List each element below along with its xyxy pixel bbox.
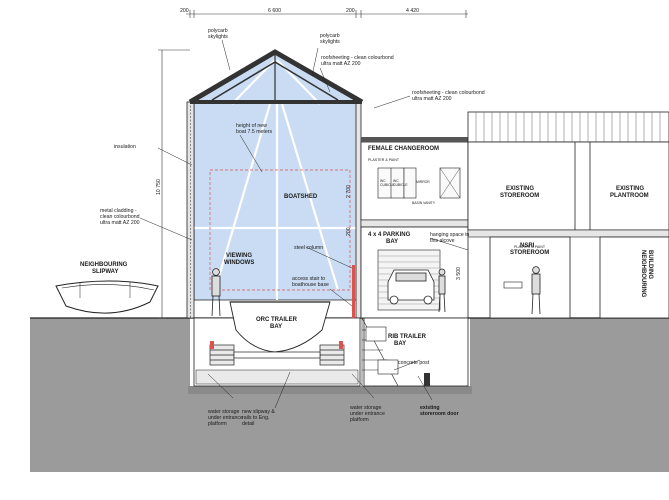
note-new-slipway: new slipway &rails to Eng.detail (242, 409, 275, 427)
dim-vertical-mid: 2 700 (346, 185, 352, 198)
person-figure-boatshed (211, 268, 221, 317)
orc-trailer (209, 344, 345, 366)
existing-building-roof (467, 111, 669, 143)
ground-mass (30, 318, 669, 472)
note-plaster-paint-1: PLASTER & PAINT (368, 158, 400, 162)
label-female-changeroom: FEMALE CHANGEROOM (368, 146, 439, 152)
changeroom-floor (360, 219, 469, 228)
dim-top-3: 200 (346, 8, 355, 14)
steel-column (352, 265, 355, 318)
left-dimension-line (158, 49, 190, 319)
dim-top-2: 6 600 (268, 8, 281, 14)
nsri-storeroom (489, 236, 571, 319)
label-neighbouring-building: NEIGHBOURINGBUILDING (640, 250, 653, 298)
dim-top-1: 200 (180, 8, 189, 14)
dim-vertical-low: 3 500 (456, 267, 462, 280)
leader-lines (139, 39, 469, 409)
note-concrete-post: concrete post (398, 360, 430, 366)
note-basin-vanity: BASIN VANITY (412, 201, 436, 205)
note-mirror: MIRROR (416, 180, 430, 184)
boat-height-outline (209, 169, 351, 291)
note-plaster-paint-2: PLASTER & PAINT (514, 245, 546, 249)
note-steel-column: steel column (294, 245, 323, 251)
boatshed-right-wall (355, 101, 362, 319)
neighbouring-boat (55, 280, 159, 314)
dim-top-4: 4 420 (406, 8, 419, 14)
person-figure-right (438, 268, 446, 313)
dim-vertical-small: 200 (346, 227, 352, 236)
top-dimension-line (186, 10, 468, 18)
vehicle-4x4 (387, 269, 435, 305)
label-boatshed: BOATSHED (284, 194, 318, 200)
basement-floor-slab (188, 386, 472, 394)
dim-vertical-total: 10 750 (156, 179, 162, 195)
person-figure-storeroom (531, 266, 541, 315)
note-insulation: insulation (114, 144, 136, 150)
